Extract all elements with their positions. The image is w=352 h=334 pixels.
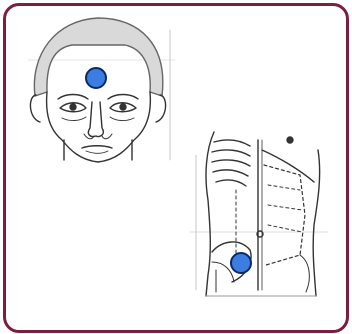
torso-figure	[190, 132, 328, 296]
head-figure	[28, 18, 175, 162]
forehead-marker	[86, 68, 106, 88]
lower-abdomen-marker	[231, 253, 251, 273]
